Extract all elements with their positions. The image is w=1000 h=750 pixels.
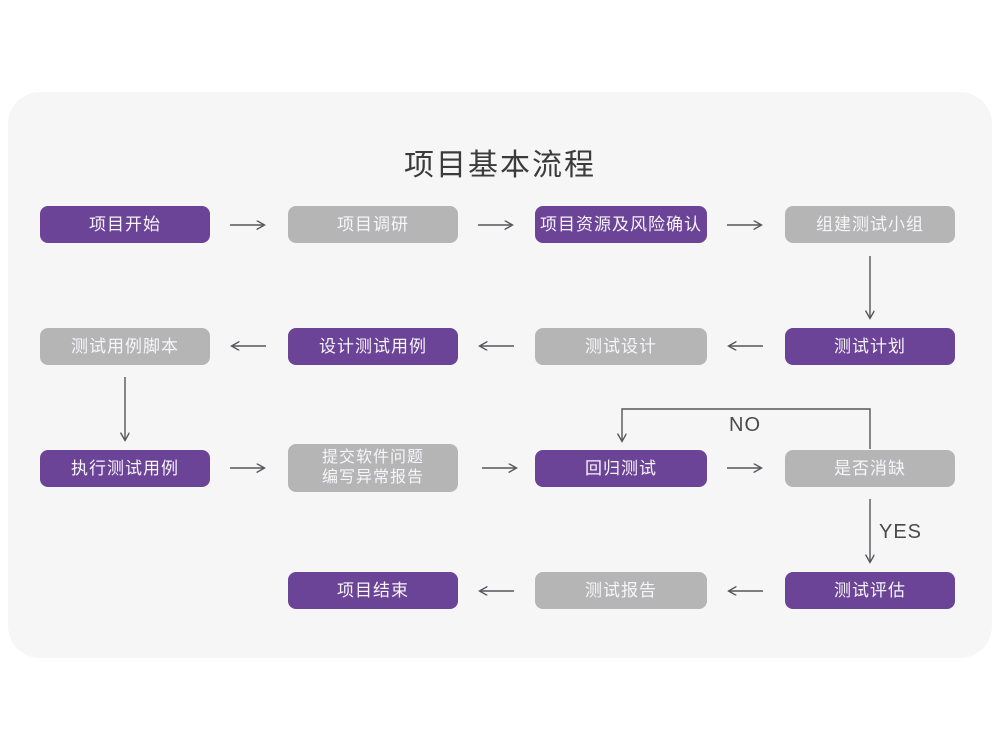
node-label: 是否消缺 bbox=[834, 458, 906, 478]
node-label: 执行测试用例 bbox=[71, 458, 179, 478]
node-resource-risk: 项目资源及风险确认 bbox=[535, 206, 707, 243]
node-label-line1: 提交软件问题 bbox=[321, 449, 424, 466]
node-label: 测试设计 bbox=[585, 336, 657, 356]
arrow-no-loop bbox=[622, 408, 871, 449]
page-title: 项目基本流程 bbox=[404, 149, 596, 182]
node-test-report: 测试报告 bbox=[535, 572, 707, 609]
flowchart-card bbox=[8, 92, 992, 658]
node-test-design: 测试设计 bbox=[535, 328, 707, 365]
node-label-line2: 编写异常报告 bbox=[321, 469, 424, 486]
node-project-start: 项目开始 bbox=[40, 206, 210, 243]
node-test-case-script: 测试用例脚本 bbox=[40, 328, 210, 365]
node-submit-issue-report: 提交软件问题 编写异常报告 bbox=[288, 444, 458, 492]
node-label: 测试用例脚本 bbox=[71, 336, 179, 356]
node-label: 测试评估 bbox=[834, 580, 906, 600]
node-test-evaluate: 测试评估 bbox=[785, 572, 955, 609]
node-label: 测试计划 bbox=[834, 336, 906, 356]
node-regression-test: 回归测试 bbox=[535, 450, 707, 487]
node-label: 组建测试小组 bbox=[816, 214, 924, 234]
node-build-test-team: 组建测试小组 bbox=[785, 206, 955, 243]
node-label: 项目结束 bbox=[337, 580, 409, 600]
node-test-plan: 测试计划 bbox=[785, 328, 955, 365]
node-project-end: 项目结束 bbox=[288, 572, 458, 609]
node-project-research: 项目调研 bbox=[288, 206, 458, 243]
node-label: 回归测试 bbox=[585, 458, 657, 478]
node-label: 项目调研 bbox=[337, 214, 409, 234]
node-label: 设计测试用例 bbox=[319, 336, 427, 356]
node-design-test-case: 设计测试用例 bbox=[288, 328, 458, 365]
node-execute-test-case: 执行测试用例 bbox=[40, 450, 210, 487]
yes-label: YES bbox=[879, 521, 923, 543]
no-label: NO bbox=[729, 414, 761, 436]
node-label: 项目开始 bbox=[89, 214, 161, 234]
node-label: 测试报告 bbox=[585, 580, 657, 600]
node-defect-eliminated: 是否消缺 bbox=[785, 450, 955, 487]
node-label: 项目资源及风险确认 bbox=[540, 214, 702, 234]
